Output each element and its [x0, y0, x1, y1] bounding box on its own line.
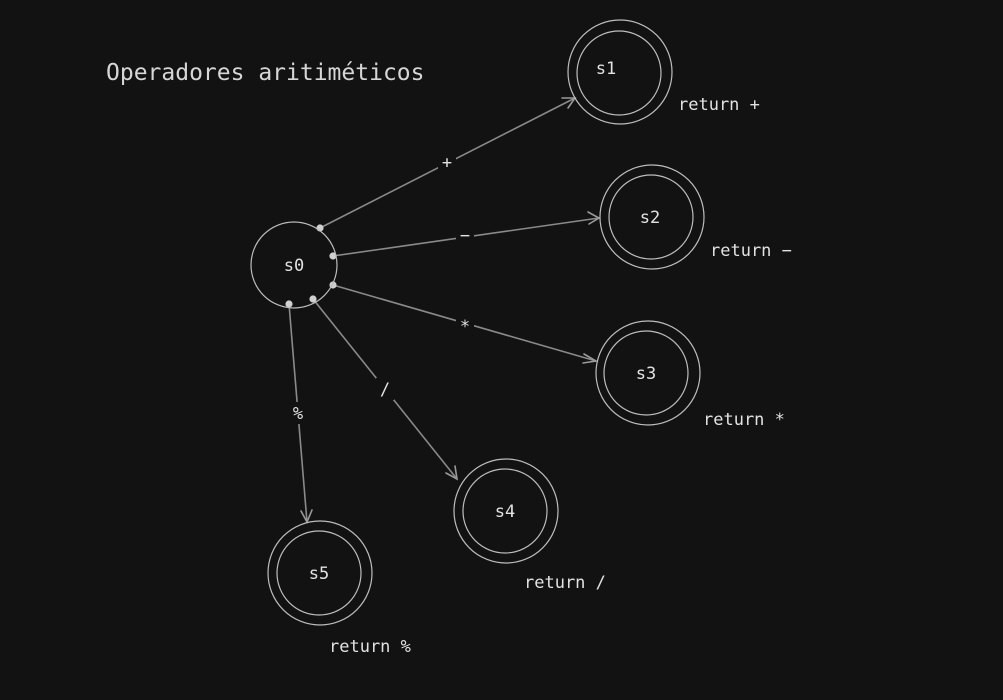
- state-label: s3: [636, 364, 656, 384]
- state-inner-circle: [462, 468, 548, 554]
- transition-label: −: [460, 226, 470, 246]
- state-s2: s2 return −: [599, 164, 792, 270]
- transition-s0-s2: −: [329, 211, 601, 260]
- transition-label: +: [442, 153, 452, 173]
- return-label: return /: [524, 573, 606, 593]
- state-inner-circle: [608, 174, 694, 260]
- transition-s0-s3: *: [329, 281, 599, 364]
- state-s5: s5 return %: [267, 520, 411, 657]
- transition-endpoint: [285, 300, 293, 308]
- state-inner-circle: [603, 330, 689, 416]
- transition-endpoint: [309, 295, 317, 303]
- state-label: s0: [284, 256, 304, 276]
- state-label: s2: [640, 208, 660, 228]
- state-outer-circle: [267, 520, 373, 626]
- transition-label: *: [460, 317, 470, 337]
- transition-s0-s4: /: [309, 295, 459, 481]
- state-label: s5: [309, 564, 329, 584]
- state-s0: s0: [250, 221, 338, 309]
- state-s4: s4 return /: [453, 458, 606, 593]
- state-label: s1: [596, 59, 616, 79]
- return-label: return +: [678, 95, 760, 115]
- state-outer-circle: [453, 458, 559, 564]
- state-label: s4: [495, 502, 515, 522]
- diagram-title: Operadores aritiméticos: [106, 60, 425, 86]
- transition-s0-s5: %: [285, 300, 313, 524]
- state-inner-circle: [576, 30, 662, 116]
- state-s1: s1 return +: [567, 19, 760, 125]
- state-outer-circle: [595, 320, 701, 426]
- state-outer-circle: [567, 19, 673, 125]
- state-outer-circle: [599, 164, 705, 270]
- return-label: return *: [703, 410, 785, 430]
- transition-label: %: [293, 404, 303, 424]
- state-inner-circle: [276, 530, 362, 616]
- state-s3: s3 return *: [595, 320, 785, 430]
- state-circle: [250, 221, 338, 309]
- return-label: return −: [710, 241, 792, 261]
- return-label: return %: [329, 637, 411, 657]
- transition-endpoint: [329, 252, 337, 260]
- transition-s0-s1: +: [316, 97, 577, 232]
- transition-label: /: [380, 380, 390, 400]
